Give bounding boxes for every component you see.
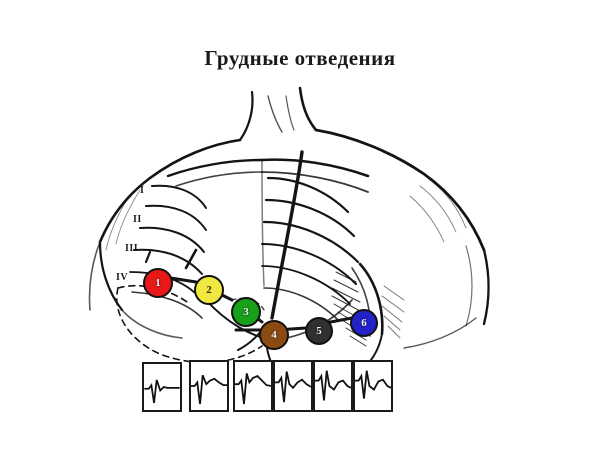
- electrode-3-label: 3: [243, 306, 249, 318]
- ecg-trace-v1: [144, 379, 180, 404]
- electrode-1-label: 1: [155, 277, 161, 289]
- electrode-3: 3: [231, 297, 261, 327]
- electrode-5-label: 5: [316, 325, 322, 337]
- rib-numeral-1: I: [140, 185, 145, 196]
- ecg-waveform-v1: [142, 362, 182, 412]
- page-title: Грудные отведения: [204, 46, 396, 70]
- electrode-6-label: 6: [361, 317, 367, 329]
- electrode-5: 5: [305, 317, 333, 345]
- electrode-2: 2: [194, 275, 224, 305]
- rib-numeral-2: II: [133, 214, 142, 225]
- rib-numeral-3: III: [125, 243, 139, 254]
- rib-numeral-4: IV: [116, 272, 129, 283]
- ecg-trace-v6: [355, 370, 391, 399]
- ecg-trace-v5: [315, 370, 351, 401]
- electrode-4-label: 4: [271, 329, 277, 341]
- ecg-waveform-v4: [273, 360, 313, 412]
- ecg-trace-v2: [191, 374, 227, 405]
- electrode-4: 4: [259, 320, 289, 350]
- ecg-waveform-v2: [189, 360, 229, 412]
- ecg-trace-v3: [235, 373, 271, 405]
- electrode-2-label: 2: [206, 284, 212, 296]
- electrode-6: 6: [350, 309, 378, 337]
- ecg-trace-v4: [275, 371, 311, 403]
- electrode-1: 1: [143, 268, 173, 298]
- ecg-waveform-v5: [313, 360, 353, 412]
- ecg-waveform-v6: [353, 360, 393, 412]
- ecg-waveform-v3: [233, 360, 273, 412]
